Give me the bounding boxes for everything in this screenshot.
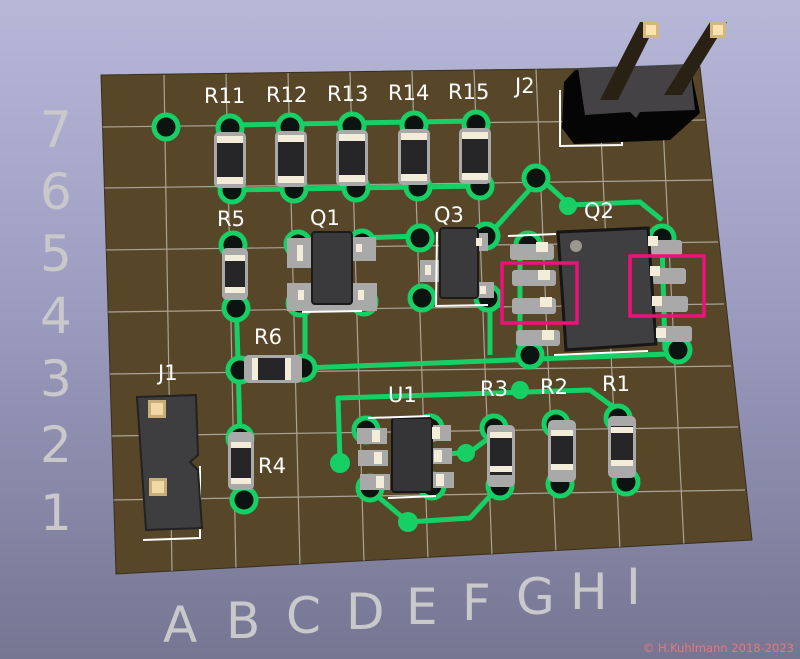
col-label-E: E xyxy=(406,578,438,636)
connector-J1 xyxy=(135,393,204,541)
row-label-6: 6 xyxy=(40,163,72,221)
resistors xyxy=(214,128,636,490)
resistor-R6 xyxy=(244,355,302,383)
label-R14: R14 xyxy=(388,81,429,105)
label-R6: R6 xyxy=(254,325,282,349)
row-label-4: 4 xyxy=(40,287,72,345)
label-R4: R4 xyxy=(258,454,286,478)
col-label-A: A xyxy=(163,596,197,654)
copyright-notice: © H.Kuhlmann 2018-2023 xyxy=(642,641,794,655)
reference-labels: R11 R12 R13 R14 R15 J2 R5 Q1 Q3 Q2 R6 J1… xyxy=(156,74,630,478)
label-J1: J1 xyxy=(156,361,178,385)
col-label-H: H xyxy=(570,563,608,621)
row-label-2: 2 xyxy=(40,416,72,474)
resistor-R4 xyxy=(228,432,254,490)
label-U1: U1 xyxy=(388,383,417,407)
col-label-F: F xyxy=(462,574,491,632)
highlight-box-q2-left xyxy=(500,261,579,325)
transistor-Q3 xyxy=(420,227,494,308)
label-R3: R3 xyxy=(480,377,508,401)
label-Q3: Q3 xyxy=(434,203,464,227)
resistor-R3 xyxy=(487,425,515,487)
resistor-R12 xyxy=(275,131,307,187)
label-Q1: Q1 xyxy=(310,206,340,230)
resistor-R14 xyxy=(398,129,430,185)
row-label-7: 7 xyxy=(40,101,72,159)
highlight-box-q2-right xyxy=(628,254,706,318)
resistor-R11 xyxy=(214,132,246,188)
col-label-G: G xyxy=(516,568,555,626)
resistor-R1 xyxy=(608,416,636,478)
col-label-C: C xyxy=(286,587,321,645)
column-axis: A B C D E F G H I xyxy=(163,558,641,654)
label-R1: R1 xyxy=(602,372,630,396)
ic-U1 xyxy=(357,415,454,499)
label-R2: R2 xyxy=(540,375,568,399)
col-label-I: I xyxy=(626,558,641,616)
label-R11: R11 xyxy=(204,84,245,108)
label-J2: J2 xyxy=(513,74,535,98)
col-label-B: B xyxy=(226,592,260,650)
label-Q2: Q2 xyxy=(584,199,614,223)
col-label-D: D xyxy=(346,583,385,641)
resistor-R15 xyxy=(459,128,491,184)
resistor-R2 xyxy=(548,420,576,482)
label-R12: R12 xyxy=(266,83,307,107)
pcb-board xyxy=(100,66,753,575)
connector-J2 xyxy=(559,22,727,148)
label-R5: R5 xyxy=(217,207,245,231)
label-R13: R13 xyxy=(327,82,368,106)
row-axis: 7 6 5 4 3 2 1 xyxy=(40,101,72,542)
row-label-1: 1 xyxy=(40,484,72,542)
resistor-R13 xyxy=(336,130,368,186)
transistor-Q1 xyxy=(287,231,377,313)
vias xyxy=(330,197,577,532)
row-label-3: 3 xyxy=(40,350,72,408)
row-label-5: 5 xyxy=(40,225,72,283)
label-R15: R15 xyxy=(448,80,489,104)
resistor-R5 xyxy=(222,248,248,300)
